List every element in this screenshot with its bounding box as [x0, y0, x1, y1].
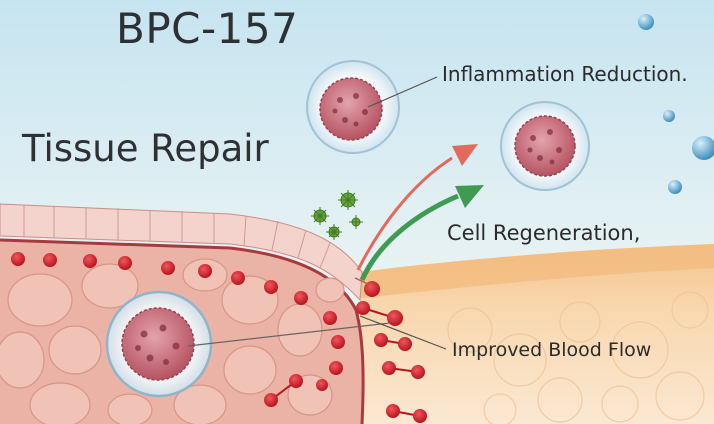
blood-flow-leader-line	[359, 315, 447, 350]
surface-layer	[0, 203, 363, 302]
callout-cell-regeneration: Cell Regeneration,	[447, 221, 641, 245]
thin-arrow-line	[354, 277, 369, 285]
blood-cell-icon	[11, 252, 25, 266]
arrow-icon	[455, 185, 484, 208]
blood-flow-leader-line	[187, 322, 391, 347]
blood-cell-icon	[386, 404, 400, 418]
blood-cell-icon	[264, 393, 278, 407]
blood-cell-icon	[411, 365, 425, 379]
flowing-blood-cells	[264, 281, 427, 423]
diagram-title: BPC-157	[116, 4, 299, 53]
blood-cell-icon	[294, 291, 308, 305]
blood-cell-icon	[331, 335, 345, 349]
tissue-cells	[0, 258, 345, 424]
blood-cell-icon	[289, 374, 303, 388]
blood-cell-icon	[198, 264, 212, 278]
cell-icon	[105, 290, 213, 398]
blood-cell-icon	[118, 256, 132, 270]
callout-improved-blood-flow: Improved Blood Flow	[452, 339, 652, 361]
inflammation-leader-line	[367, 76, 438, 108]
skin-layer	[360, 244, 714, 424]
arrow-icon	[452, 144, 478, 166]
surface-layer-segments	[23, 205, 331, 269]
blood-cell-icon	[264, 280, 278, 294]
blood-cell-icon	[316, 379, 328, 391]
blood-cell-icon	[374, 333, 388, 347]
arrow-icon	[359, 193, 459, 282]
blood-cell-icon	[398, 337, 412, 351]
tissue-blood-cells	[11, 252, 345, 391]
blood-cell-icon	[364, 281, 380, 297]
blood-cell-icon	[43, 253, 57, 267]
blood-cell-icon	[382, 361, 396, 375]
diagram-subtitle: Tissue Repair	[22, 127, 269, 170]
tissue-border	[0, 238, 365, 424]
blood-cell-icon	[161, 261, 175, 275]
blood-cell-icon	[329, 361, 343, 375]
blood-cell-icon	[413, 409, 427, 423]
blood-cell-icon	[83, 254, 97, 268]
blood-cell-icon	[323, 311, 337, 325]
cell-icon	[500, 101, 590, 191]
blood-cell-icon	[387, 310, 403, 326]
blood-cell-icon	[356, 301, 370, 315]
cell-icon	[306, 60, 400, 154]
skin-cells	[447, 291, 709, 424]
arrow-icon	[356, 156, 453, 271]
skin-surface-band	[360, 244, 714, 298]
virus-icon	[311, 190, 363, 240]
droplet-icon	[638, 14, 714, 194]
blood-cell-icon	[231, 271, 245, 285]
callout-inflammation-reduction: Inflammation Reduction.	[442, 62, 688, 86]
